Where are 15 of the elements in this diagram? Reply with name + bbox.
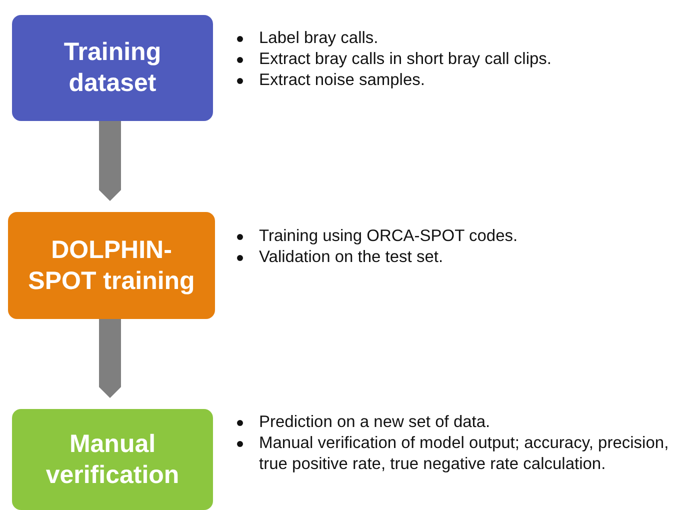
block-arrow	[99, 319, 121, 398]
bullet-text: Validation on the test set.	[259, 247, 444, 268]
box-title: Training dataset	[62, 37, 162, 99]
bullet-text: Label bray calls.	[259, 28, 380, 49]
block-arrow	[99, 121, 121, 201]
bullet-text: Manual verification of model output; accuracy, precision, true positive rate, true negative rate calculation.	[259, 433, 670, 475]
process-box	[8, 212, 215, 319]
process-box	[12, 15, 213, 121]
bullet-text: Prediction on a new set of data.	[259, 412, 492, 433]
box-title: Manual verification	[44, 428, 180, 490]
process-box	[12, 409, 213, 510]
bullet-text: Extract noise samples.	[259, 70, 426, 91]
bullet-text: Training using ORCA-SPOT codes.	[259, 226, 519, 247]
box-title: DOLPHIN-SPOT training	[27, 234, 196, 296]
bullet-text: Extract bray calls in short bray call clips.	[259, 49, 553, 70]
